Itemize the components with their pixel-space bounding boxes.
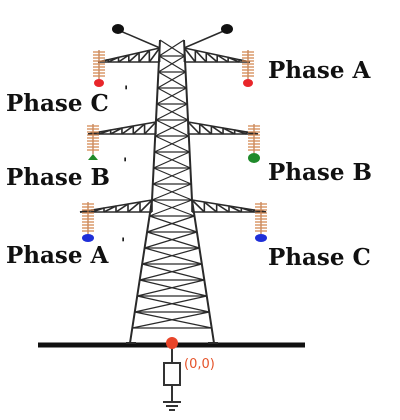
ground-wire-right [221,24,233,34]
prime-mark-b: ' [123,156,127,172]
conductor-phase-c [255,234,267,242]
conductor-phase-a [243,79,253,87]
conductor-phase-b [248,153,260,163]
origin-point [166,337,178,349]
label-phase-a-prime: Phase A [6,242,110,269]
conductor-phase-b-prime [88,154,98,160]
label-phase-b: Phase B [268,159,372,186]
conductor-phase-c-prime [94,79,104,87]
conductor-phase-a-prime [82,234,94,242]
label-phase-a: Phase A [268,57,372,84]
label-phase-b-prime: Phase B [6,164,110,191]
ground-wire-left [112,24,124,34]
cross-arms [79,47,267,213]
grounding-resistor [163,345,181,411]
label-phase-c-prime: Phase C [6,90,109,117]
ground-wire-peaks [117,29,227,49]
insulator-strings [82,50,267,234]
tower-lattice [132,39,212,329]
prime-mark-c: ' [124,84,128,100]
origin-label: (0,0) [184,357,215,372]
prime-mark-a: ' [121,236,125,252]
label-phase-c: Phase C [268,244,371,271]
